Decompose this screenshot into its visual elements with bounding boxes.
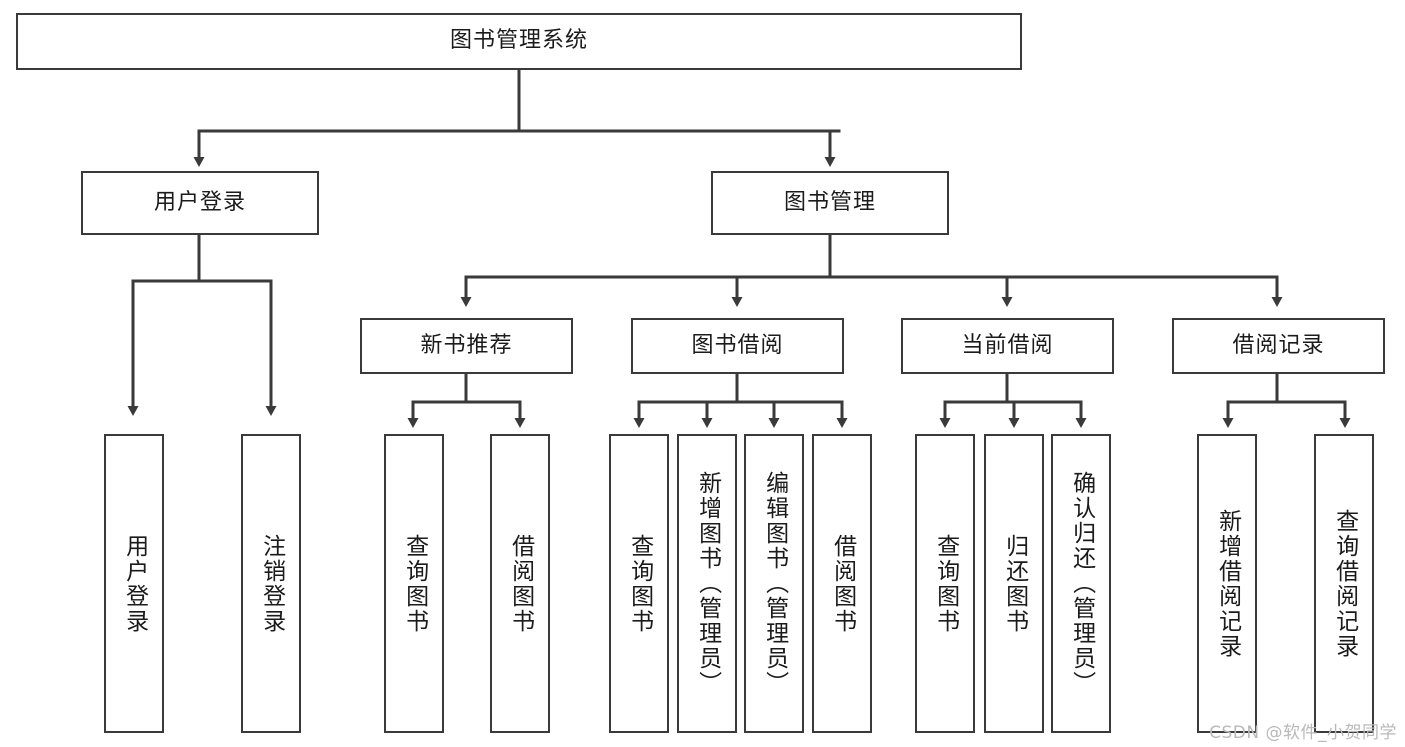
node-borrow-record-label: 借阅记录: [1232, 332, 1325, 358]
node-leaf-return-book-label: 归还图书: [1001, 533, 1028, 634]
node-leaf-user-login-label: 用户登录: [121, 533, 148, 634]
csdn-watermark: CSDN @软件_小贺同学: [1209, 723, 1397, 743]
node-current-borrow-label: 当前借阅: [961, 332, 1054, 358]
node-leaf-user-login[interactable]: 用户登录: [104, 434, 164, 733]
node-leaf-confirm-return-label: 确认归还（管理员）: [1068, 471, 1095, 696]
node-user-login-label: 用户登录: [153, 189, 246, 215]
node-leaf-borrow-book-1-label: 借阅图书: [507, 533, 534, 634]
node-leaf-edit-book-label: 编辑图书（管理员）: [761, 471, 788, 696]
node-root-label: 图书管理系统: [449, 28, 588, 54]
node-book-borrow-label: 图书借阅: [691, 332, 784, 358]
node-borrow-record[interactable]: 借阅记录: [1172, 318, 1385, 374]
node-leaf-add-record[interactable]: 新增借阅记录: [1197, 434, 1257, 733]
node-book-borrow[interactable]: 图书借阅: [631, 318, 844, 374]
node-leaf-query-book-3-label: 查询图书: [932, 533, 959, 634]
node-leaf-borrow-book-1[interactable]: 借阅图书: [490, 434, 550, 733]
node-leaf-borrow-book-2[interactable]: 借阅图书: [812, 434, 872, 733]
node-new-book-rec-label: 新书推荐: [420, 332, 513, 358]
node-leaf-logout-label: 注销登录: [258, 533, 285, 634]
node-leaf-query-book-1-label: 查询图书: [401, 533, 428, 634]
node-leaf-add-record-label: 新增借阅记录: [1214, 508, 1241, 659]
node-leaf-query-record[interactable]: 查询借阅记录: [1314, 434, 1374, 733]
node-leaf-confirm-return[interactable]: 确认归还（管理员）: [1051, 434, 1111, 733]
node-book-manage[interactable]: 图书管理: [711, 171, 949, 235]
node-leaf-query-book-2[interactable]: 查询图书: [609, 434, 669, 733]
node-book-manage-label: 图书管理: [783, 189, 876, 215]
node-leaf-add-book[interactable]: 新增图书（管理员）: [677, 434, 737, 733]
node-leaf-query-record-label: 查询借阅记录: [1331, 508, 1358, 659]
node-leaf-query-book-1[interactable]: 查询图书: [384, 434, 444, 733]
node-leaf-add-book-label: 新增图书（管理员）: [694, 471, 721, 696]
node-leaf-borrow-book-2-label: 借阅图书: [829, 533, 856, 634]
node-leaf-logout[interactable]: 注销登录: [241, 434, 301, 733]
node-leaf-query-book-3[interactable]: 查询图书: [915, 434, 975, 733]
node-leaf-query-book-2-label: 查询图书: [626, 533, 653, 634]
node-leaf-return-book[interactable]: 归还图书: [984, 434, 1044, 733]
node-current-borrow[interactable]: 当前借阅: [901, 318, 1114, 374]
node-leaf-edit-book[interactable]: 编辑图书（管理员）: [744, 434, 804, 733]
node-new-book-rec[interactable]: 新书推荐: [360, 318, 573, 374]
node-user-login[interactable]: 用户登录: [81, 171, 319, 235]
node-root[interactable]: 图书管理系统: [16, 13, 1022, 70]
